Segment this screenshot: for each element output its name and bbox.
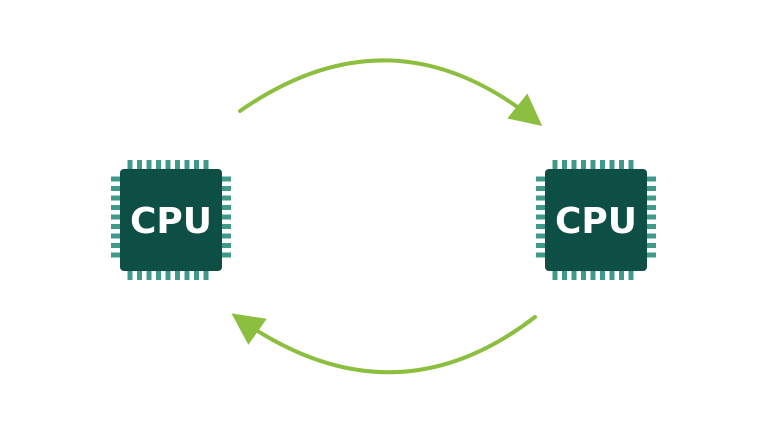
chip-pin: [647, 233, 656, 239]
chip-pin: [647, 214, 656, 220]
chip-pin: [536, 205, 545, 210]
chip-pin: [111, 252, 120, 258]
chip-pin: [571, 271, 577, 280]
chip-pin: [222, 233, 231, 239]
chip-pin: [536, 186, 545, 191]
top-arrow-icon: [238, 58, 543, 127]
chip-pin: [127, 271, 133, 280]
chip-pin: [571, 160, 577, 169]
left-chip-body: [120, 169, 222, 271]
chip-pin: [609, 160, 615, 169]
chip-pin: [111, 233, 120, 239]
chip-pin: [536, 214, 545, 220]
chip-pin: [647, 176, 656, 182]
chip-pin: [203, 271, 209, 280]
chip-pin: [111, 243, 120, 248]
chip-pin: [552, 271, 558, 280]
chip-pin: [600, 271, 605, 280]
right-cpu-chip-icon: CPU: [536, 160, 656, 280]
chip-pin: [536, 195, 545, 201]
right-chip-body: [545, 169, 647, 271]
chip-pin: [194, 271, 199, 280]
chip-pin: [619, 271, 624, 280]
chip-pin: [647, 195, 656, 201]
chip-pin: [590, 160, 596, 169]
chip-pin: [536, 176, 545, 182]
chip-pin: [647, 186, 656, 191]
chip-pin: [590, 271, 596, 280]
chip-pin: [184, 271, 190, 280]
chip-pin: [146, 271, 152, 280]
chip-pin: [581, 160, 586, 169]
chip-pin: [203, 160, 209, 169]
chip-pin: [222, 252, 231, 258]
chip-pin: [165, 271, 171, 280]
chip-pin: [222, 176, 231, 182]
chip-pin: [562, 271, 567, 280]
chip-pin: [111, 195, 120, 201]
chip-pin: [609, 271, 615, 280]
chip-pin: [647, 205, 656, 210]
left-chip-pins: [111, 160, 231, 280]
chip-pin: [184, 160, 190, 169]
right-chip-pins: [536, 160, 656, 280]
left-cpu-chip-icon: CPU: [111, 160, 231, 280]
chip-pin: [222, 186, 231, 191]
chip-pin: [111, 176, 120, 182]
chip-pin: [111, 186, 120, 191]
chip-pin: [647, 243, 656, 248]
chip-pin: [111, 224, 120, 229]
chip-pin: [647, 224, 656, 229]
chip-pin: [194, 160, 199, 169]
chip-pin: [552, 160, 558, 169]
chip-pin: [165, 160, 171, 169]
chip-pin: [137, 160, 142, 169]
chip-pin: [222, 195, 231, 201]
chip-pin: [536, 233, 545, 239]
chip-pin: [222, 214, 231, 220]
chip-pin: [222, 205, 231, 210]
chip-pin: [619, 160, 624, 169]
chip-pin: [628, 160, 634, 169]
chip-pin: [581, 271, 586, 280]
bottom-arrow-icon: [231, 313, 537, 375]
right-chip-label: CPU: [555, 201, 637, 242]
chip-pin: [628, 271, 634, 280]
chip-pin: [111, 214, 120, 220]
chip-pin: [127, 160, 133, 169]
chip-pin: [111, 205, 120, 210]
chip-pin: [137, 271, 142, 280]
chip-pin: [156, 271, 161, 280]
chip-pin: [536, 243, 545, 248]
left-chip-label: CPU: [130, 201, 212, 242]
chip-pin: [222, 224, 231, 229]
chip-pin: [536, 252, 545, 258]
chip-pin: [536, 224, 545, 229]
chip-pin: [562, 160, 567, 169]
chip-pin: [222, 243, 231, 248]
chip-pin: [156, 160, 161, 169]
chip-pin: [175, 160, 180, 169]
chip-pin: [146, 160, 152, 169]
chip-pin: [600, 160, 605, 169]
chip-pin: [647, 252, 656, 258]
chip-pin: [175, 271, 180, 280]
